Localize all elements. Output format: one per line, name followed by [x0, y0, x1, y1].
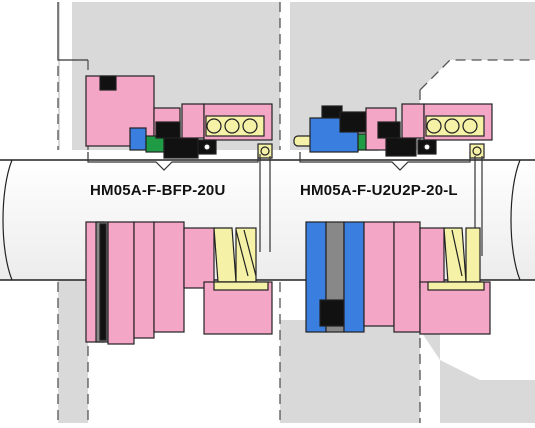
label-brackets [87, 152, 483, 256]
left-seal-lower [85, 221, 273, 345]
left-seal-label: HM05A-F-BFP-20U [90, 182, 226, 199]
right-seal-lower [305, 221, 491, 335]
left-seal-upper [85, 75, 273, 159]
right-seal-upper [293, 103, 493, 159]
right-seal-label: HM05A-F-U2U2P-20-L [300, 182, 458, 199]
